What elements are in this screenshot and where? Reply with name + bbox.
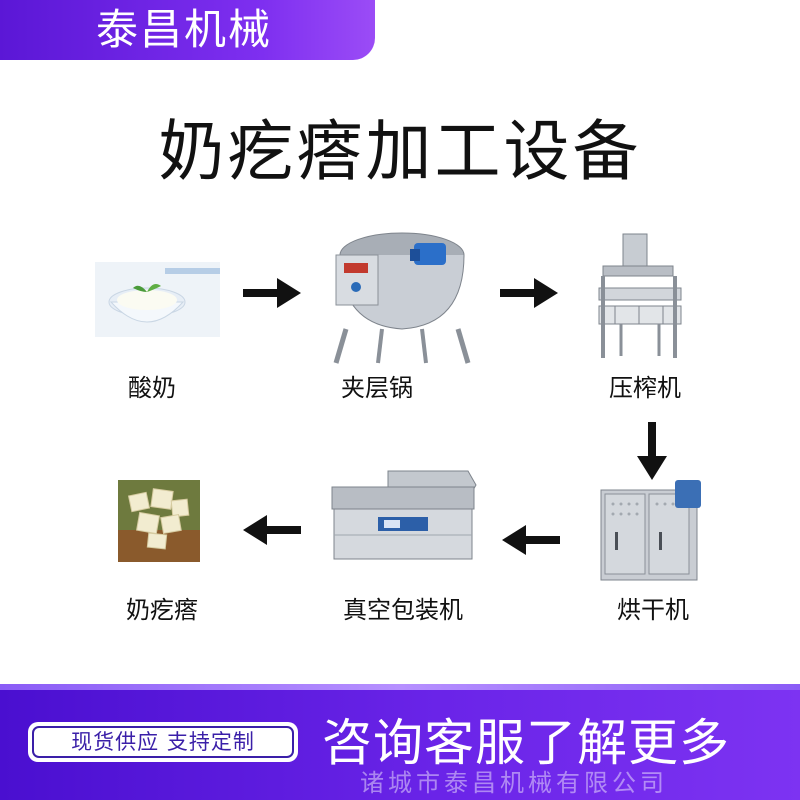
company-watermark: 诸城市泰昌机械有限公司 <box>360 769 668 797</box>
step-label-dryer: 烘干机 <box>617 596 689 624</box>
supply-tag: 现货供应 支持定制 <box>28 722 298 762</box>
footer-banner: 现货供应 支持定制 咨询客服了解更多 诸城市泰昌机械有限公司 <box>0 684 800 800</box>
arrow-right-icon <box>243 278 301 308</box>
press-machine-image <box>598 233 682 358</box>
step-press <box>595 230 685 360</box>
step-label-product: 奶疙瘩 <box>126 596 198 624</box>
yogurt-image <box>95 262 220 337</box>
brand-name: 泰昌机械 <box>96 5 273 54</box>
step-dryer <box>595 480 705 590</box>
arrow-left-icon <box>243 515 301 545</box>
step-yogurt <box>95 262 220 337</box>
step-product <box>118 480 200 562</box>
arrow-right-icon <box>500 278 558 308</box>
supply-tag-text: 现货供应 支持定制 <box>32 726 294 758</box>
brand-banner: 泰昌机械 <box>0 0 375 60</box>
drying-oven-image <box>600 480 701 581</box>
step-vacuum <box>328 465 478 565</box>
step-kettle <box>322 225 472 365</box>
step-label-kettle: 夹层锅 <box>341 374 413 402</box>
jacketed-kettle-image <box>333 232 471 364</box>
step-label-yogurt: 酸奶 <box>128 374 176 402</box>
step-label-vacuum: 真空包装机 <box>343 596 463 624</box>
consult-text: 咨询客服了解更多 <box>322 714 730 772</box>
milk-curd-image <box>118 480 200 562</box>
step-label-press: 压榨机 <box>609 374 681 402</box>
footer-divider <box>0 684 800 690</box>
arrow-down-icon <box>637 422 667 480</box>
page-title: 奶疙瘩加工设备 <box>158 113 642 190</box>
arrow-left-icon <box>502 525 560 555</box>
vacuum-packer-image <box>331 470 477 560</box>
